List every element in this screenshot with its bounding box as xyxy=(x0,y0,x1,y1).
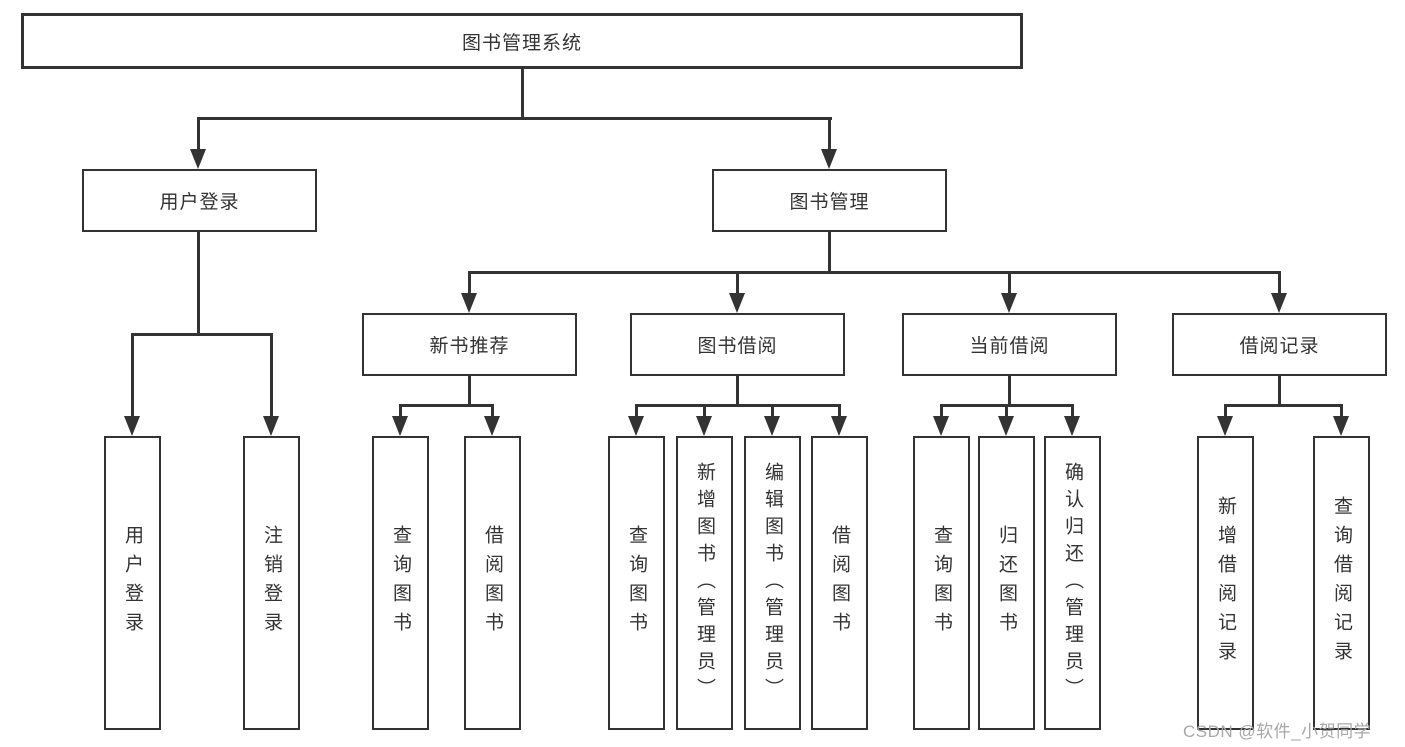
leaf-borrow-books-1: 借阅图书 xyxy=(464,436,521,730)
arrowhead-leaf-user-login xyxy=(124,416,140,436)
node-book-borrowing: 图书借阅 xyxy=(630,313,845,376)
arrowhead-add-borrow-record xyxy=(1217,416,1233,436)
leaf-add-book-admin: 新增图书（管理员） xyxy=(676,436,733,730)
leaf-query-borrow-record-label: 查询借阅记录 xyxy=(1331,496,1352,670)
leaf-add-borrow-record: 新增借阅记录 xyxy=(1197,436,1254,730)
arrowhead-user-login xyxy=(190,149,206,169)
connector-drop-new-recommend xyxy=(468,271,471,295)
connector-drop-query-books-2 xyxy=(635,404,638,418)
arrowhead-query-books-3 xyxy=(933,416,949,436)
connector-drop-return-books xyxy=(1005,404,1008,418)
leaf-query-borrow-record: 查询借阅记录 xyxy=(1313,436,1370,730)
watermark: CSDN @软件_小贺同学 xyxy=(1183,722,1372,741)
arrowhead-query-borrow-record xyxy=(1333,416,1349,436)
node-book-management: 图书管理 xyxy=(712,169,947,232)
connector-borrowing-records-stem xyxy=(1278,376,1281,407)
arrowhead-confirm-return xyxy=(1064,416,1080,436)
connector-book-management-bus xyxy=(468,271,1281,274)
node-new-book-recommend: 新书推荐 xyxy=(362,313,577,376)
connector-book-management-stem xyxy=(828,232,831,274)
arrowhead-book-borrowing xyxy=(729,293,745,313)
node-borrowing-records: 借阅记录 xyxy=(1172,313,1387,376)
leaf-borrow-books-1-label: 借阅图书 xyxy=(482,525,503,641)
leaf-logout-label: 注销登录 xyxy=(261,525,282,641)
leaf-return-books-label: 归还图书 xyxy=(996,525,1017,641)
node-current-borrowing: 当前借阅 xyxy=(902,313,1117,376)
arrowhead-return-books xyxy=(998,416,1014,436)
leaf-logout: 注销登录 xyxy=(243,436,300,730)
connector-root-drop-left xyxy=(197,117,200,151)
connector-drop-borrowing-records xyxy=(1278,271,1281,295)
arrowhead-add-book xyxy=(696,416,712,436)
leaf-return-books: 归还图书 xyxy=(978,436,1035,730)
connector-root-bus xyxy=(197,117,832,120)
leaf-edit-book-admin-label: 编辑图书（管理员） xyxy=(762,461,783,705)
leaf-add-borrow-record-label: 新增借阅记录 xyxy=(1215,496,1236,670)
connector-user-login-bus xyxy=(131,333,273,336)
connector-new-recommend-stem xyxy=(468,376,471,407)
arrowhead-borrow-books-1 xyxy=(484,416,500,436)
leaf-borrow-books-2-label: 借阅图书 xyxy=(829,525,850,641)
leaf-query-books-2: 查询图书 xyxy=(608,436,665,730)
connector-drop-current-borrowing xyxy=(1008,271,1011,295)
connector-drop-book-borrowing xyxy=(736,271,739,295)
node-root: 图书管理系统 xyxy=(21,13,1023,69)
leaf-borrow-books-2: 借阅图书 xyxy=(811,436,868,730)
connector-root-stem xyxy=(521,67,524,120)
leaf-query-books-3: 查询图书 xyxy=(913,436,970,730)
leaf-query-books-1-label: 查询图书 xyxy=(390,525,411,641)
connector-book-borrowing-bus xyxy=(635,404,840,407)
connector-drop-query-borrow-record xyxy=(1340,404,1343,418)
connector-root-drop-right xyxy=(828,117,831,151)
arrowhead-edit-book xyxy=(764,416,780,436)
leaf-confirm-return-admin-label: 确认归还（管理员） xyxy=(1062,461,1083,705)
connector-drop-edit-book xyxy=(771,404,774,418)
connector-book-borrowing-stem xyxy=(736,376,739,407)
leaf-confirm-return-admin: 确认归还（管理员） xyxy=(1044,436,1101,730)
connector-drop-add-book xyxy=(703,404,706,418)
connector-borrowing-records-bus xyxy=(1224,404,1342,407)
connector-user-login-stem xyxy=(197,232,200,336)
leaf-query-books-1: 查询图书 xyxy=(372,436,429,730)
leaf-edit-book-admin: 编辑图书（管理员） xyxy=(744,436,801,730)
arrowhead-new-recommend xyxy=(461,293,477,313)
arrowhead-borrowing-records xyxy=(1271,293,1287,313)
leaf-query-books-2-label: 查询图书 xyxy=(626,525,647,641)
arrowhead-leaf-logout xyxy=(263,416,279,436)
connector-current-borrowing-stem xyxy=(1008,376,1011,407)
connector-drop-confirm-return xyxy=(1071,404,1074,418)
leaf-add-book-admin-label: 新增图书（管理员） xyxy=(694,461,715,705)
connector-new-recommend-bus xyxy=(399,404,494,407)
arrowhead-book-management xyxy=(821,149,837,169)
connector-drop-add-borrow-record xyxy=(1224,404,1227,418)
arrowhead-query-books-1 xyxy=(392,416,408,436)
connector-user-login-drop-2 xyxy=(270,333,273,418)
leaf-user-login: 用户登录 xyxy=(104,436,161,730)
connector-drop-query-books-1 xyxy=(399,404,402,418)
connector-drop-query-books-3 xyxy=(940,404,943,418)
arrowhead-query-books-2 xyxy=(628,416,644,436)
connector-drop-borrow-books-2 xyxy=(838,404,841,418)
arrowhead-current-borrowing xyxy=(1001,293,1017,313)
leaf-query-books-3-label: 查询图书 xyxy=(931,525,952,641)
leaf-user-login-label: 用户登录 xyxy=(122,525,143,641)
node-user-login: 用户登录 xyxy=(82,169,317,232)
arrowhead-borrow-books-2 xyxy=(831,416,847,436)
connector-user-login-drop-1 xyxy=(131,333,134,418)
connector-drop-borrow-books-1 xyxy=(491,404,494,418)
